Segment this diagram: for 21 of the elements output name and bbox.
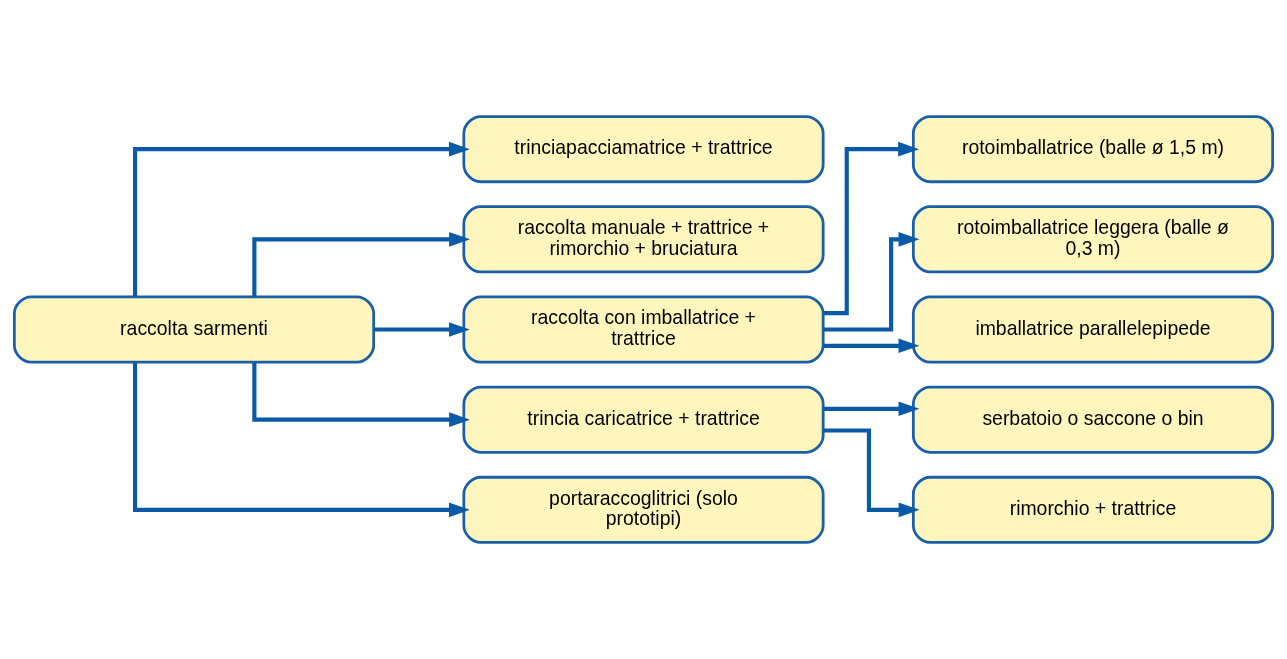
arrow [823, 141, 920, 316]
arrow [823, 428, 920, 518]
arrow [823, 338, 920, 354]
node-box: serbatoio o saccone o bin [911, 385, 1275, 454]
arrow [132, 141, 470, 297]
node-box: rimorchio + trattrice [911, 475, 1275, 544]
node-box: imballatrice parallelepipede [911, 295, 1275, 364]
arrow [823, 232, 920, 332]
node-box: raccolta manuale + trattrice + rimorchio + bruciatura [462, 205, 825, 274]
arrow [252, 232, 471, 297]
node-box: rotoimballatrice (balle ø 1,5 m) [911, 115, 1275, 184]
arrow [374, 322, 470, 337]
node-box: rotoimballatrice leggera (balle ø 0,3 m) [911, 205, 1275, 274]
node-box: portaraccoglitrici (solo prototipi) [462, 475, 825, 544]
arrow [252, 362, 471, 427]
arrow [132, 362, 470, 518]
node-box: raccolta con imballatrice + trattrice [462, 295, 825, 364]
node-box: raccolta sarmenti [12, 295, 376, 364]
node-box: trinciapacciamatrice + trattrice [462, 115, 825, 184]
node-box: trincia caricatrice + trattrice [462, 385, 825, 454]
arrow [823, 401, 920, 417]
